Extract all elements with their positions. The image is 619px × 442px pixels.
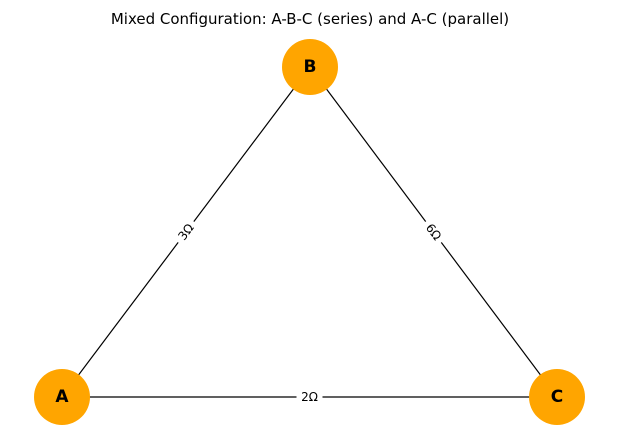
edge-label: 2Ω	[301, 390, 318, 404]
edge-label-group-a-b: 3Ω	[171, 216, 201, 248]
edge-label-background	[171, 216, 201, 248]
node-c	[529, 369, 585, 425]
node-b	[282, 39, 338, 95]
node-a	[34, 369, 90, 425]
edges-layer	[61, 66, 558, 398]
edge-label-group-a-c: 2Ω	[296, 389, 323, 405]
nodes-layer: A B C	[34, 39, 585, 425]
node-label-b: B	[304, 57, 317, 77]
edge-labels-layer: 3Ω 6Ω 2Ω	[171, 216, 448, 405]
node-label-c: C	[551, 387, 563, 407]
edge-label-group-b-c: 6Ω	[419, 216, 448, 248]
diagram-title: Mixed Configuration: A-B-C (series) and …	[111, 10, 509, 28]
node-label-a: A	[55, 387, 69, 407]
edge-label-background	[296, 389, 323, 405]
edge-label-background	[419, 216, 448, 248]
